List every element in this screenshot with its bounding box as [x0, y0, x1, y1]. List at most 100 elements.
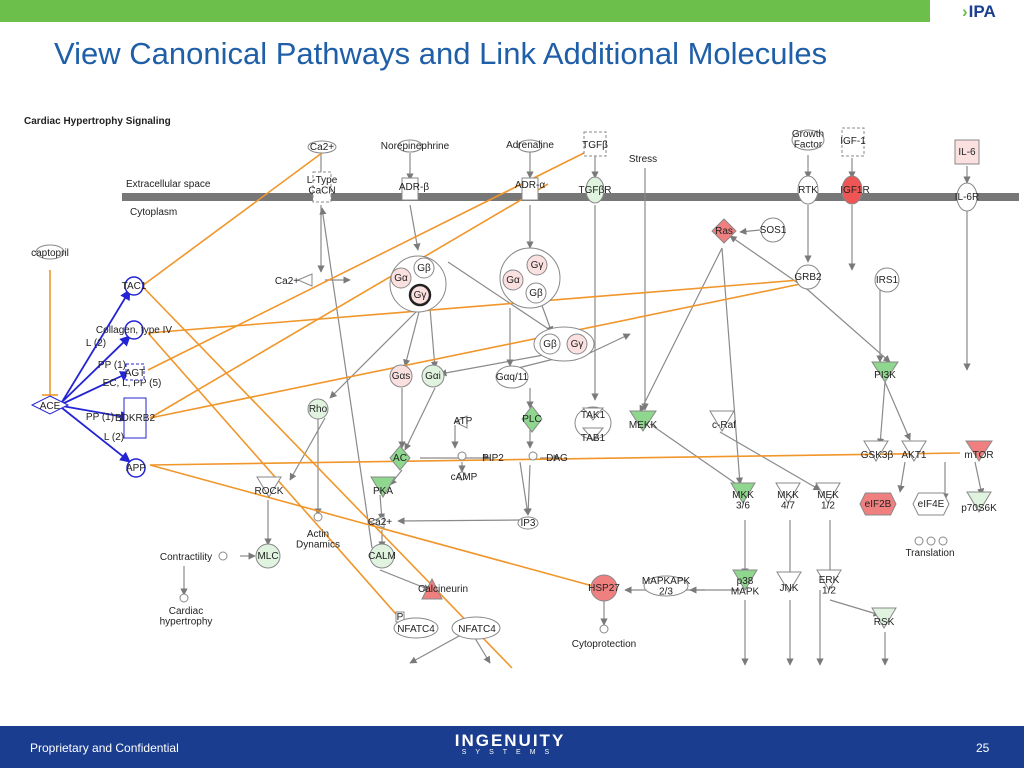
contractility-junction: [218, 551, 228, 561]
calm-node: [369, 543, 395, 569]
tgfbr-label: TGFβR: [579, 185, 612, 196]
signaling-edge: [721, 247, 744, 485]
signaling-edge: [897, 461, 906, 493]
orange-link-edge: [149, 452, 961, 466]
translation-junction-2: [926, 536, 936, 546]
sos1-node: [760, 217, 786, 243]
rho-label: Rho: [309, 404, 328, 415]
irs1-label: IRS1: [876, 275, 899, 286]
craf-label: c-Raf: [712, 420, 736, 431]
adrb-label: ADR-β: [399, 182, 429, 193]
tak1-node: [581, 407, 605, 421]
agt-node: [125, 363, 145, 381]
camp-label: cAMP: [451, 472, 478, 483]
ca2-top-node: [307, 140, 337, 154]
gy3-node: [566, 333, 588, 355]
rock-label: ROCK: [255, 486, 284, 497]
adra-label: ADR-α: [515, 180, 545, 191]
tab1-node: [581, 427, 605, 441]
p70s6k-label: p70S6K: [961, 503, 997, 514]
p-phospho-label: P: [397, 612, 404, 623]
ltype-cacn-node: [312, 171, 332, 203]
ace-node: [30, 395, 70, 415]
rsk-label: RSK: [874, 617, 895, 628]
signaling-edge: [519, 461, 531, 516]
footer: Proprietary and Confidential INGENUITY S…: [0, 726, 1024, 768]
page-number: 25: [976, 741, 990, 755]
norepinephrine-node: [397, 139, 423, 153]
calcineurin-node: [421, 577, 443, 600]
ga1-label: Gα: [394, 273, 408, 284]
orange-link-edge: [149, 464, 601, 589]
mek12-node: [815, 482, 841, 504]
gai-node: [421, 364, 445, 388]
gaq11-label: Gαq/11: [496, 372, 529, 383]
orange-link-edge: [149, 183, 549, 419]
atp-label: ATP: [454, 416, 473, 427]
signaling-edge: [884, 381, 911, 441]
pip2-label: PIP2: [482, 453, 504, 464]
mekk-node: [629, 410, 657, 432]
contractility-label: Contractility: [160, 552, 212, 563]
gb2-node: [525, 282, 547, 304]
plc-label: PLC: [522, 414, 541, 425]
translation-junction-3: [938, 536, 948, 546]
chevron-right-icon: ›: [962, 2, 968, 21]
mlc-label: MLC: [257, 551, 278, 562]
tac1-label: TAC1: [122, 281, 147, 292]
ace-edge: [61, 405, 132, 422]
mtor-node: [965, 440, 993, 462]
plc-node: [521, 405, 543, 433]
eif2b-label: eIF2B: [865, 499, 892, 510]
signaling-edge: [379, 569, 431, 591]
ras-node: [711, 218, 737, 244]
ace-edge: [61, 335, 131, 403]
signaling-edge: [404, 387, 436, 451]
gb1-label: Gβ: [417, 263, 431, 274]
ipa-logo-text: IPA: [968, 2, 996, 21]
atp-node: [453, 415, 468, 429]
rock-node: [256, 476, 282, 498]
signaling-edge: [429, 307, 439, 369]
cytoprotection-label: Cytoprotection: [572, 639, 636, 650]
signaling-edge: [739, 227, 761, 235]
nfatc4a-label: NFATC4: [397, 624, 435, 635]
p38-node: [732, 569, 758, 591]
gas-node: [389, 364, 413, 388]
jnk-label: JNK: [780, 583, 799, 594]
il6-node: [954, 139, 980, 165]
cytoplasm-label: Cytoplasm: [130, 207, 177, 218]
ca2-mid-label: Ca2+: [275, 276, 299, 287]
gb3-node: [539, 333, 561, 355]
ipa-logo: ›IPA: [962, 2, 996, 22]
collagen-iv-node: [124, 320, 144, 340]
app-node: [126, 458, 146, 478]
il6r-label: IL-6R: [955, 192, 979, 203]
app-label: APP: [126, 463, 146, 474]
orange-link-edge: [147, 332, 411, 631]
ace-label: ACE: [40, 401, 61, 412]
grb2-node: [795, 264, 821, 290]
gas-label: Gαs: [392, 371, 411, 382]
signaling-edge: [377, 494, 386, 521]
ace-edge: [61, 289, 131, 403]
nfatc4a-node: [393, 617, 439, 639]
calcineurin-label: Calcineurin: [418, 584, 468, 595]
eif4e-label: eIF4E: [918, 499, 945, 510]
edge-label-collagen: L (2): [86, 338, 106, 349]
tgfb-label: TGFβ: [582, 140, 608, 151]
akt1-node: [901, 440, 927, 462]
ingenuity-logo-sub: SYSTEMS: [461, 749, 559, 756]
camp-junction: [457, 471, 467, 481]
nfatc4b-node: [451, 616, 501, 640]
signaling-edge: [639, 247, 723, 413]
ace-edge: [61, 407, 131, 463]
edge-label-agt-pp: PP (1): [98, 360, 126, 371]
il6r-node: [956, 182, 978, 212]
ca2-mid-node: [296, 273, 313, 287]
